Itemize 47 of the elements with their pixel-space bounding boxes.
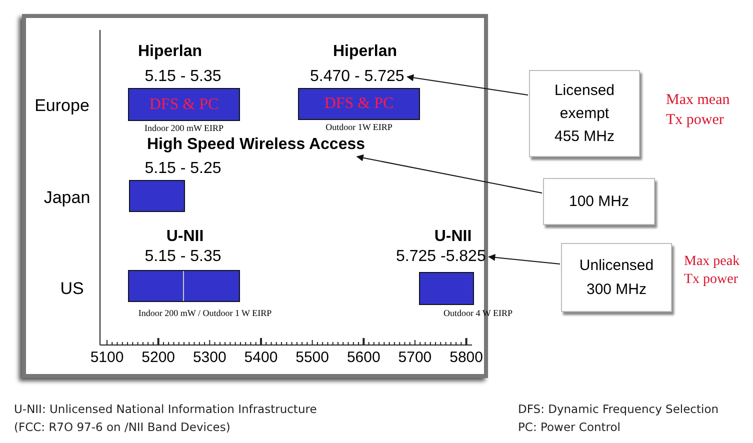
tick-label: 5100 xyxy=(90,350,124,366)
power-note: Outdoor 1W EIRP xyxy=(326,123,392,133)
bandwidth-box xyxy=(561,243,672,312)
band-note: DFS & PC xyxy=(324,95,394,113)
tick-label: 5400 xyxy=(244,350,278,366)
power-note: Outdoor 4 W EIRP xyxy=(444,309,512,319)
frequency-band-bar xyxy=(298,88,420,120)
arrow xyxy=(406,74,528,96)
band-name: High Speed Wireless Access xyxy=(146,136,366,154)
band-name: U-NII xyxy=(166,228,204,246)
band-name: Hiperlan xyxy=(333,43,397,61)
footnote: U-NII: Unlicensed National Information Infrastructure xyxy=(14,403,317,416)
arrow xyxy=(488,254,560,264)
power-note: Indoor 200 mW / Outdoor 1 W EIRP xyxy=(138,309,272,319)
band-name: U-NII xyxy=(434,228,472,246)
tick-label: 5800 xyxy=(450,350,483,366)
tick-label: 5500 xyxy=(296,350,329,366)
frequency-band-bar xyxy=(129,180,185,212)
footnote: DFS: Dynamic Frequency Selection xyxy=(518,403,719,416)
frequency-band-bar xyxy=(419,272,474,305)
frequency-range: 5.725 -5.825 xyxy=(396,248,486,266)
footnote: (FCC: R7O 97-6 on /NII Band Devices) xyxy=(14,421,230,434)
tick-label: 5200 xyxy=(142,350,176,366)
power-note: Indoor 200 mW EIRP xyxy=(144,124,224,134)
arrow xyxy=(356,154,542,194)
tick-label: 5300 xyxy=(192,350,226,366)
frequency-range: 5.15 - 5.35 xyxy=(144,68,222,86)
frequency-range: 5.15 - 5.35 xyxy=(144,248,222,266)
frequency-band-bar xyxy=(128,270,240,302)
tick-label: 5700 xyxy=(398,350,432,366)
frequency-range: 5.470 - 5.725 xyxy=(310,68,404,86)
bandwidth-text: Unlicensed 300 MHz xyxy=(579,256,654,300)
power-note: Max peak Tx power xyxy=(684,253,741,290)
frequency-range: 5.15 - 5.25 xyxy=(144,160,222,178)
bandwidth-text: 100 MHz xyxy=(568,192,630,212)
bandwidth-box xyxy=(543,178,655,225)
bandwidth-box xyxy=(529,70,640,157)
region-name: Europe xyxy=(34,97,90,116)
power-note: Max mean Tx power xyxy=(666,91,731,130)
band-note: DFS & PC xyxy=(149,96,219,114)
tick-label: 5600 xyxy=(346,350,380,366)
band-name: Hiperlan xyxy=(138,43,202,61)
footnote: PC: Power Control xyxy=(518,421,620,434)
bandwidth-text: Licensed exempt 455 MHz xyxy=(553,80,616,148)
region-name: US xyxy=(60,280,84,299)
region-name: Japan xyxy=(44,189,90,208)
frequency-band-bar xyxy=(128,88,240,121)
